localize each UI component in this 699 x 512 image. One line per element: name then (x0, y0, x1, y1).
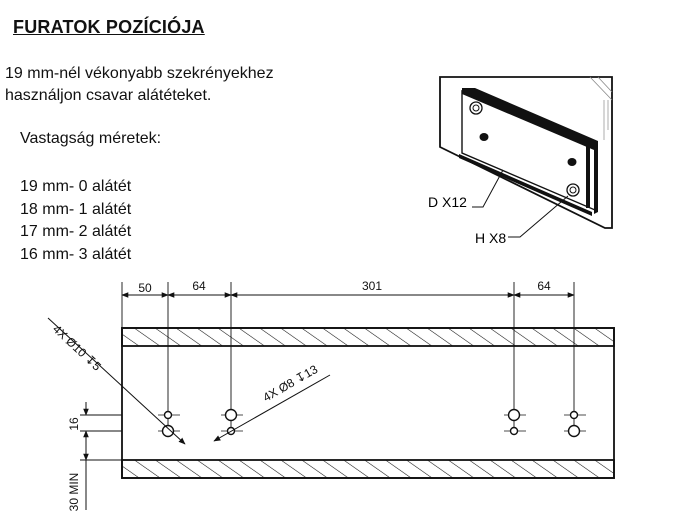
intro-line-1: 19 mm-nél vékonyabb szekrényekhez (5, 65, 274, 82)
dim-64-right: 64 (537, 279, 551, 293)
dim-16: 16 (67, 417, 81, 431)
callout-d-x12: D X12 (428, 194, 467, 210)
hole-small-3 (509, 426, 519, 436)
hole-large-4 (567, 424, 581, 438)
intro-text: 19 mm-nél vékonyabb szekrényekhez haszná… (5, 63, 274, 107)
panel-top-hatch (121, 327, 615, 347)
hole-callout-small: 4X Ø8 ↧13 (261, 362, 321, 405)
hole-large-1 (161, 424, 175, 438)
callout-h-x8: H X8 (475, 230, 506, 246)
dim-30-min: 30 MIN (67, 473, 81, 512)
holes (158, 408, 586, 438)
thickness-item-17mm: 17 mm- 2 alátét (20, 223, 132, 240)
panel-bottom-hatch (121, 459, 615, 479)
hole-large-3 (507, 408, 521, 422)
thickness-item-16mm: 16 mm- 3 alátét (20, 245, 132, 263)
thickness-list: 19 mm- 0 alátét 18 mm- 1 alátét 17 mm- 2… (20, 176, 131, 266)
hole-large-2 (224, 408, 238, 422)
detail-illustration (439, 76, 613, 238)
thickness-item-18mm: 18 mm- 1 alátét (20, 200, 132, 218)
thickness-item-19mm: 19 mm- 0 alátét (20, 178, 132, 195)
hole-callout-large: 4X Ø10 ↧5 (50, 322, 104, 374)
page-title: FURATOK POZÍCIÓJA (13, 17, 205, 37)
detail-callouts: D X12 H X8 (428, 194, 506, 246)
detail-screw-left (479, 133, 489, 141)
dim-64-left: 64 (192, 279, 206, 293)
panel-drawing (121, 327, 615, 479)
thickness-heading: Vastagság méretek: (20, 130, 162, 147)
dim-50: 50 (138, 281, 152, 295)
detail-screw-right (567, 158, 577, 166)
hole-small-1 (163, 410, 173, 420)
intro-line-2: használjon csavar alátéteket. (5, 87, 212, 104)
hole-small-4 (569, 410, 579, 420)
dim-301: 301 (362, 279, 382, 293)
